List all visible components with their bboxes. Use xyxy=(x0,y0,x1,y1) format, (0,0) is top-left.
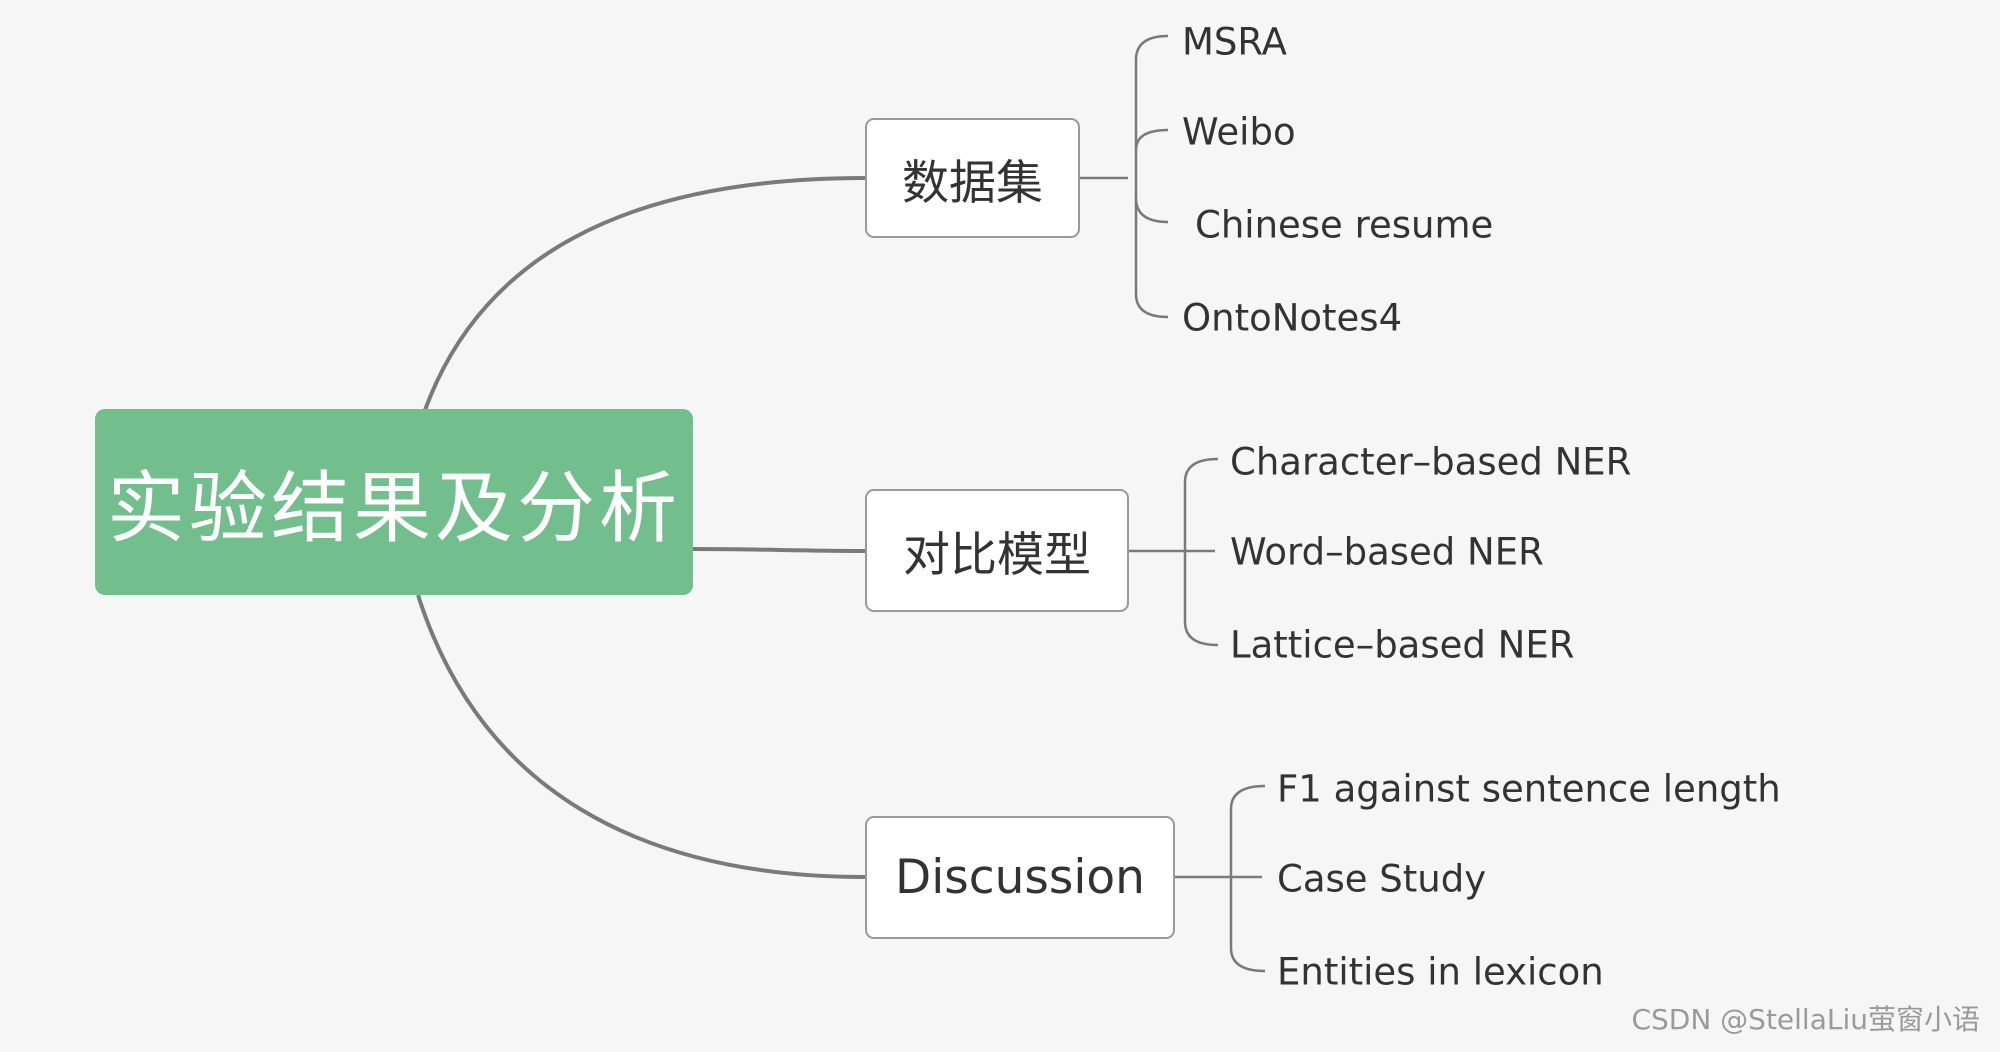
branch-node-discussion[interactable]: Discussion xyxy=(865,816,1175,939)
leaf-weibo[interactable]: Weibo xyxy=(1182,110,1296,154)
branch-label-models: 对比模型 xyxy=(903,528,1091,583)
leaf-msra[interactable]: MSRA xyxy=(1182,20,1287,64)
leaf-case-study[interactable]: Case Study xyxy=(1277,857,1487,901)
branch-label-datasets: 数据集 xyxy=(902,155,1043,211)
bracket-branch-1-spine xyxy=(1134,34,1169,319)
leaf-character-based-ner[interactable]: Character–based NER xyxy=(1230,440,1632,484)
leaf-lattice-based-ner[interactable]: Lattice–based NER xyxy=(1230,623,1575,667)
leaf-ontonotes4[interactable]: OntoNotes4 xyxy=(1182,296,1403,340)
leaf-word-based-ner[interactable]: Word–based NER xyxy=(1230,530,1544,574)
leaf-chinese-resume[interactable]: Chinese resume xyxy=(1195,203,1494,247)
connector-root-branch-1 xyxy=(423,176,866,411)
branch-node-models[interactable]: 对比模型 xyxy=(865,489,1129,612)
bracket-branch-3-spine xyxy=(1229,784,1266,973)
root-label: 实验结果及分析 xyxy=(106,464,681,554)
branch-node-datasets[interactable]: 数据集 xyxy=(865,118,1080,238)
bracket-branch-2-spine xyxy=(1183,457,1219,647)
leaf-entities-in-lexicon[interactable]: Entities in lexicon xyxy=(1277,950,1604,994)
bracket-branch-1-tick-3 xyxy=(1134,197,1169,224)
leaf-f1-sentence-length[interactable]: F1 against sentence length xyxy=(1277,767,1781,811)
bracket-branch-1-tick-2 xyxy=(1134,128,1169,151)
connector-root-branch-2 xyxy=(692,547,866,553)
csdn-watermark: CSDN @StellaLiu萤窗小语 xyxy=(1631,1003,1980,1036)
root-node[interactable]: 实验结果及分析 xyxy=(95,409,693,595)
connector-root-branch-3 xyxy=(416,594,866,879)
branch-label-discussion: Discussion xyxy=(895,850,1145,905)
